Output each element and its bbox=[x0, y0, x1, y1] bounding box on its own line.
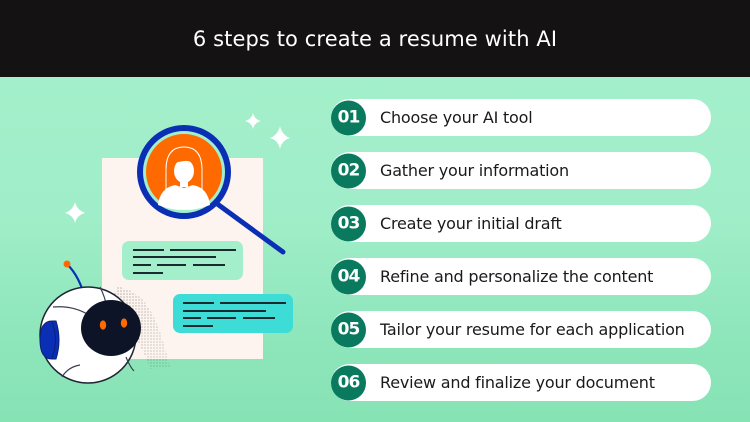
step-item-6: 06 Review and finalize your document bbox=[331, 364, 711, 401]
magnifying-glass-icon bbox=[137, 125, 286, 255]
step-number-badge: 05 bbox=[331, 312, 366, 347]
chat-bubble-icon bbox=[173, 294, 293, 333]
step-number-badge: 04 bbox=[331, 259, 366, 294]
steps-list: 01 Choose your AI tool 02 Gather your in… bbox=[331, 99, 711, 417]
step-label: Gather your information bbox=[380, 161, 569, 180]
step-number-badge: 06 bbox=[331, 365, 366, 400]
header-bar: 6 steps to create a resume with AI bbox=[0, 0, 750, 77]
step-number-badge: 02 bbox=[331, 153, 366, 188]
chat-bubble-icon bbox=[122, 241, 243, 280]
person-avatar-icon bbox=[158, 146, 210, 210]
step-label: Choose your AI tool bbox=[380, 108, 533, 127]
step-item-3: 03 Create your initial draft bbox=[331, 205, 711, 242]
step-label: Refine and personalize the content bbox=[380, 267, 654, 286]
page-title: 6 steps to create a resume with AI bbox=[192, 26, 558, 51]
step-item-5: 05 Tailor your resume for each applicati… bbox=[331, 311, 711, 348]
step-label: Review and finalize your document bbox=[380, 373, 655, 392]
step-item-4: 04 Refine and personalize the content bbox=[331, 258, 711, 295]
step-item-2: 02 Gather your information bbox=[331, 152, 711, 189]
sparkle-icon bbox=[65, 113, 290, 223]
step-number-badge: 03 bbox=[331, 206, 366, 241]
step-item-1: 01 Choose your AI tool bbox=[331, 99, 711, 136]
step-number-badge: 01 bbox=[331, 100, 366, 135]
step-label: Create your initial draft bbox=[380, 214, 562, 233]
content-area: 01 Choose your AI tool 02 Gather your in… bbox=[0, 77, 750, 422]
resume-illustration bbox=[39, 113, 293, 384]
step-label: Tailor your resume for each application bbox=[380, 320, 685, 339]
robot-icon bbox=[39, 260, 141, 384]
